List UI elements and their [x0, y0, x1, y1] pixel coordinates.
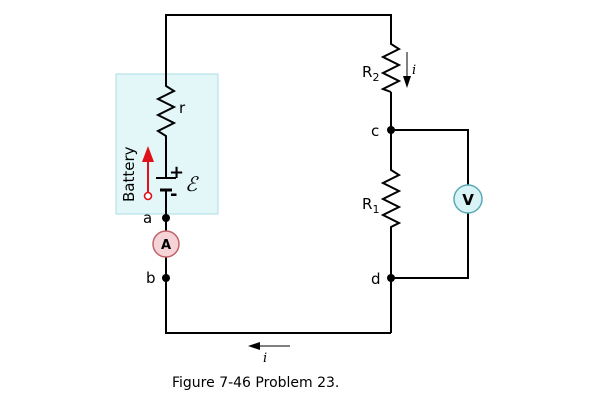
battery-minus: -: [170, 184, 177, 205]
label-r2: R2: [362, 63, 379, 84]
battery-label: Battery: [120, 146, 138, 202]
resistor-r1: [380, 165, 402, 230]
current-arrow-bottom: [248, 342, 290, 350]
label-b: b: [146, 269, 156, 287]
node-c: [387, 126, 395, 134]
label-r: r: [179, 99, 186, 117]
figure-caption: Figure 7-46 Problem 23.: [172, 375, 339, 391]
node-b: [162, 274, 170, 282]
node-d: [387, 274, 395, 282]
internal-resistor-r: [155, 80, 177, 140]
label-i-right: i: [412, 63, 416, 78]
label-d: d: [371, 270, 381, 288]
label-c: c: [371, 122, 379, 140]
resistor-r2: [380, 40, 402, 93]
voltmeter: V: [453, 184, 483, 214]
voltmeter-label: V: [462, 191, 474, 209]
label-r1: R1: [362, 195, 379, 216]
battery-direction-arrow: [142, 146, 154, 201]
label-i-bottom: i: [263, 351, 267, 366]
emf-symbol: ℰ: [185, 172, 199, 196]
label-a: a: [143, 209, 152, 227]
current-arrow-right: [403, 52, 411, 88]
node-a: [162, 214, 170, 222]
ammeter-label: A: [161, 238, 171, 253]
battery-plus: +: [169, 162, 184, 183]
ammeter: A: [152, 230, 180, 258]
